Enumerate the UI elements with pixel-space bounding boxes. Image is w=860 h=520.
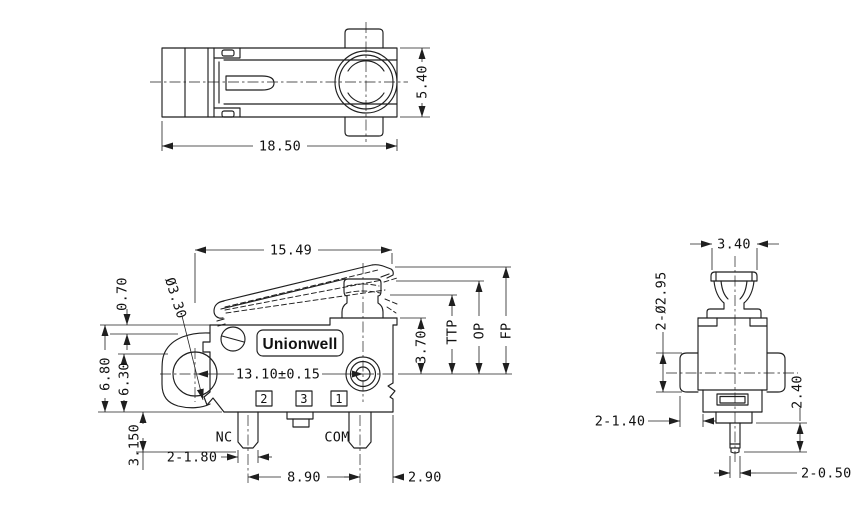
dim-body-height: 6.80: [98, 357, 114, 391]
terminal-com-label: COM: [324, 430, 349, 446]
top-view: 18.50 5.40: [150, 22, 431, 155]
dim-top-height: 5.40: [415, 65, 431, 99]
dim-terminal-pitch: 8.90: [287, 470, 321, 486]
front-dim-hole-spacing: 13.10±0.15: [197, 367, 363, 383]
front-view-terminals: 2 3 1 NC COM: [216, 390, 372, 483]
side-view: 3.40 2-Ø2.95 2-1.40 2.40: [595, 237, 852, 482]
front-dim-terminal-width: 2-1.80: [167, 450, 272, 466]
front-dim-lever-length: 15.49: [194, 243, 393, 303]
front-view-centerlines: [160, 263, 394, 402]
front-dim-com-to-edge: 2.90: [344, 415, 442, 486]
side-view-terminal-pin: [729, 422, 741, 454]
dim-top-width: 18.50: [259, 139, 301, 155]
side-view-body-outline: [679, 317, 786, 424]
front-dim-travel-group: 3.70 TTP OP FP: [390, 266, 515, 375]
dim-boss-dia: 2-Ø2.95: [654, 272, 670, 331]
top-view-width-dimension: 18.50: [161, 121, 398, 155]
side-view-centerlines: [666, 256, 798, 464]
side-dim-pin-length: 2.40: [744, 375, 807, 453]
terminal-3-label: 3: [300, 392, 308, 406]
front-dim-terminal-pitch: 8.90: [248, 470, 360, 486]
side-view-plunger: [706, 271, 762, 319]
dim-hole-dia: Ø3.30: [161, 276, 189, 321]
dim-terminal-length: 3.150: [127, 424, 143, 466]
dim-pin-length: 2.40: [790, 375, 806, 409]
brand-logo: Unionwell: [263, 336, 338, 353]
side-dim-boss-dia: 2-Ø2.95: [654, 272, 682, 393]
dim-lever-length: 15.49: [270, 243, 312, 259]
dim-com-to-edge: 2.90: [408, 470, 442, 486]
top-view-body-outline: [161, 28, 398, 137]
top-view-centerlines: [150, 22, 408, 142]
side-dim-plunger-width: 3.40: [690, 237, 779, 270]
dim-terminal-width: 2-1.80: [167, 450, 218, 466]
top-view-height-dimension: 5.40: [400, 47, 431, 118]
dim-label-op: OP: [472, 323, 488, 340]
front-view-mounting-ear: [161, 332, 218, 409]
front-dim-terminal-length: 3.150: [127, 412, 236, 470]
terminal-nc-label: NC: [216, 430, 233, 446]
front-dim-ear-height: 6.30: [117, 353, 168, 412]
side-dim-pin-width: 2-0.50: [714, 456, 852, 482]
dim-plunger-width: 3.40: [717, 237, 751, 253]
dim-pin-width: 2-0.50: [801, 466, 852, 482]
terminal-2-label: 2: [260, 392, 268, 406]
front-view: Unionwell: [98, 243, 515, 486]
dim-pretravel: 3.70: [414, 330, 430, 364]
dim-ear-height: 6.30: [117, 362, 133, 396]
dim-ear-offset: 0.70: [115, 277, 131, 311]
side-dim-base-step: 2-1.40: [595, 396, 716, 430]
dim-label-fp: FP: [499, 323, 515, 340]
dim-hole-spacing: 13.10±0.15: [236, 367, 320, 383]
front-dim-ear-offset: 0.70: [100, 277, 212, 350]
dim-label-ttp: TTP: [445, 319, 461, 344]
front-dim-hole-dia: Ø3.30: [161, 276, 204, 401]
dim-base-step: 2-1.40: [595, 414, 646, 430]
terminal-1-label: 1: [335, 392, 343, 406]
front-dim-body-height: 6.80: [98, 325, 222, 413]
front-view-plunger: [341, 277, 398, 319]
front-view-lever: [213, 264, 394, 327]
